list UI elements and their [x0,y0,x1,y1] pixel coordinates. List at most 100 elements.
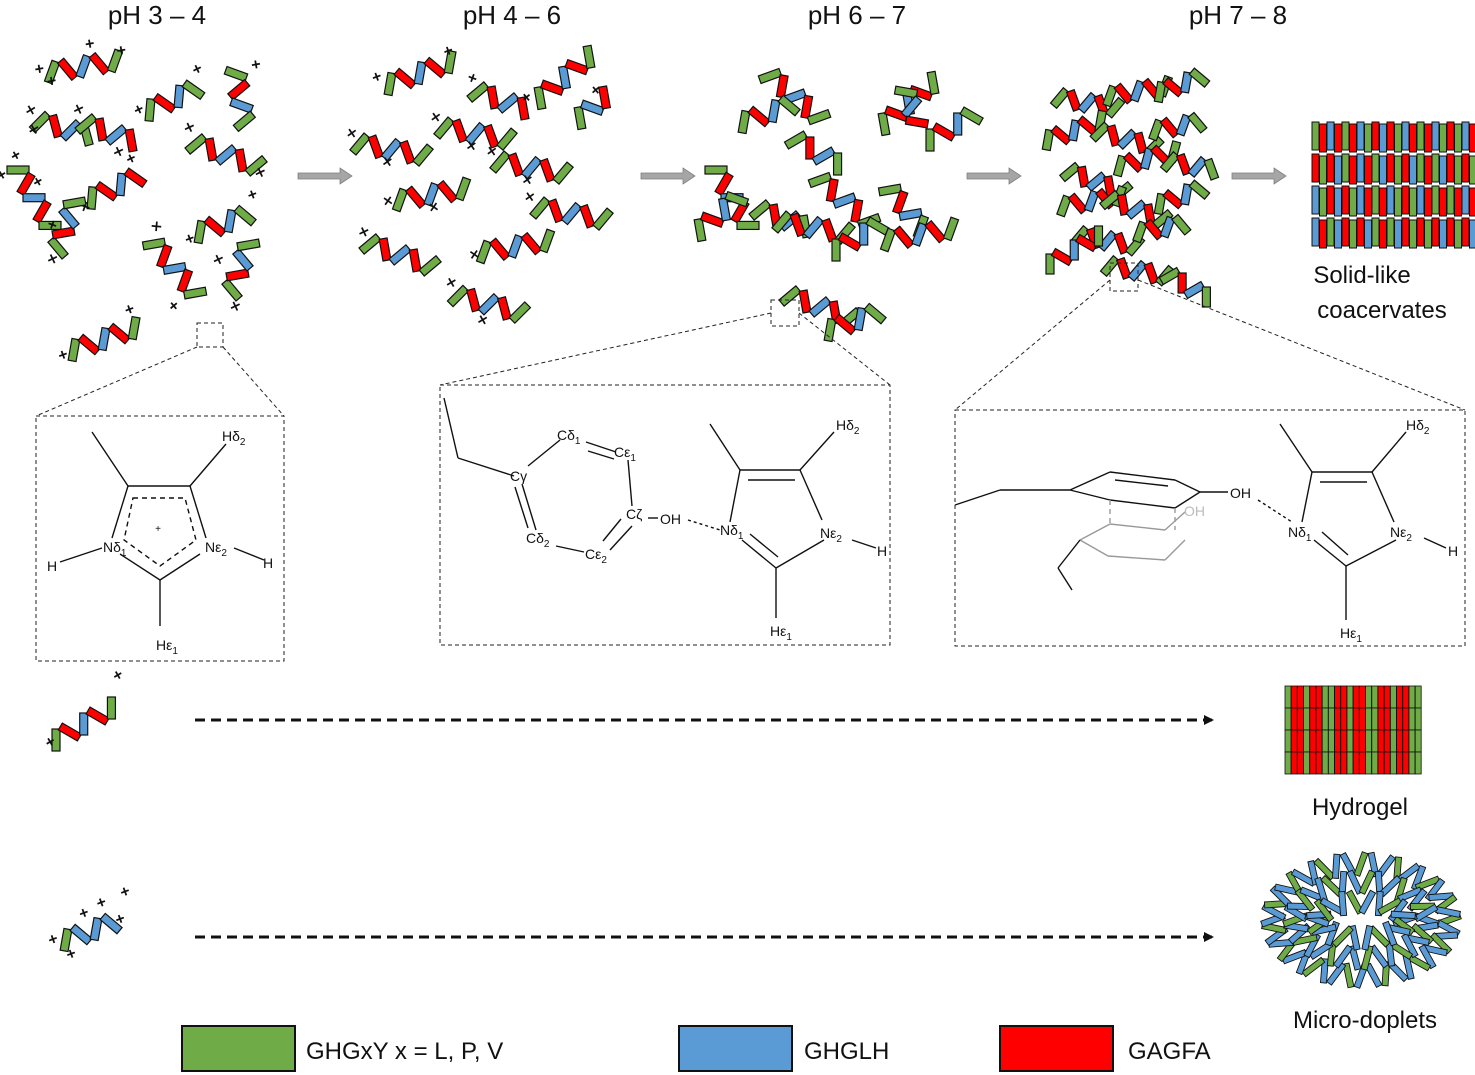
microdroplets-label: Micro-doplets [1293,1007,1437,1034]
coacervate-segment [1349,219,1357,249]
charge-mark: × [428,199,440,217]
hydrogel-segment [1390,707,1397,731]
peptide-segment [806,108,832,126]
peptide-segment [155,243,173,269]
peptide-segment [51,728,61,752]
legend-swatch-green [181,1025,296,1072]
peptide-chain [1153,67,1211,104]
peptide-segment [879,227,897,253]
hydrogel-segment [1297,751,1304,775]
peptide-segment [225,268,250,282]
peptide-segment [475,239,493,265]
peptide-segment [176,268,194,294]
microdroplet-segment [1390,910,1416,920]
peptide-segment [533,85,547,111]
coacervate-segment [1431,185,1440,215]
peptide-segment [488,237,511,262]
peptide-chain: ×× [346,125,435,172]
hydrogel-segment [1377,729,1385,753]
hydrogel-segment [1303,729,1310,753]
hydrogel-segment [1309,729,1317,753]
peptide-chain [893,85,930,129]
peptide-segment [79,712,89,736]
hydrogel-segment [1340,751,1348,775]
charge-mark: + [33,60,45,78]
charge-mark: × [27,121,40,140]
peptide-segment [486,85,500,110]
hydrogel-segment [1334,707,1341,731]
peptide-chain [1112,140,1182,178]
peptide-segment [418,254,442,277]
peptide-segment [959,106,984,126]
coacervate-segment [1341,153,1350,183]
coacervate-segment [1461,185,1470,215]
coacervate-segment [1356,153,1365,183]
charge-mark: + [56,346,71,365]
peptide-segment [1116,193,1130,217]
charge-mark: + [94,894,109,913]
atom-he1-mid: Hε1 [770,623,792,643]
charge-mark: + [246,58,264,70]
charge-mark: + [77,904,92,923]
peptide-segment [489,150,511,174]
coacervate-segment [1334,187,1342,217]
peptide-chain: × [524,188,615,231]
peptide-segment [115,172,127,197]
hydrogel-segment [1346,729,1354,753]
peptide-segment [1049,86,1071,110]
charge-mark: × [521,171,533,189]
stage-arrow-1 [297,167,353,185]
peptide-segment [358,233,382,255]
hydrogel-segment [1414,685,1422,709]
coacervate-segment [1469,187,1475,217]
coacervate-segment [1386,121,1395,151]
hydrogel-segment [1371,707,1379,731]
coacervate-segment [1319,187,1327,217]
hydrogel-segment [1328,751,1335,775]
hydrogel-segment [1346,685,1354,709]
coacervate-segment [1409,123,1417,153]
peptide-chain: ++ [131,60,206,122]
peptide-segment [477,292,501,316]
legend-label-ghglh: GHGLH [804,1038,889,1065]
peptide-chain [1153,179,1211,216]
microdroplet-segment [1429,932,1453,955]
hydrogel-segment [1321,707,1329,731]
coacervates-label-line1: Solid-like [1313,262,1410,289]
hydrogel-segment [1315,729,1323,753]
peptide-segment [831,238,841,262]
tyrosine-imidazole-hbond: Cδ1 Cε1 Cγ Cζ OH Cδ2 Cε2 Nδ1 Nε2 Hδ2 Hε1… [443,397,887,643]
coacervate-segment [1319,155,1327,185]
peptide-segment [775,74,789,99]
charge-plus: + [155,524,161,535]
coacervate-segment [1326,121,1335,151]
peptide-segment [924,219,947,244]
peptide-segment [1113,82,1135,105]
peptide-segment [1201,286,1211,308]
coacervate-segment [1334,219,1342,249]
peptide-chain [1159,150,1220,181]
hydrogel-segment [1290,707,1298,731]
coacervate-segment [1461,217,1470,247]
hydrogel-segment [1383,707,1391,731]
coacervate-segment [1454,187,1462,217]
hydrogel-label: Hydrogel [1312,794,1408,821]
peptide-segment [911,221,928,247]
peptide-segment [1122,151,1145,174]
peptide-segment [85,706,110,726]
peptide-segment [244,154,268,177]
peptide-segment [717,197,732,222]
charge-mark: × [476,311,489,330]
stage-label-ph7-8: pH 7 – 8 [1189,0,1287,30]
hydrogel-segment [1359,685,1366,709]
hydrogel-segment [1365,751,1372,775]
peptide-segment [1179,71,1193,94]
hydrogel-segment [1365,729,1372,753]
coacervate-segment [1439,187,1447,217]
peptide-segment [59,118,83,142]
stage-arrows [297,167,1287,185]
coacervates-label-line2: coacervates [1317,297,1446,324]
microdroplet-segment [1331,853,1341,879]
coacervate-segment [1379,187,1387,217]
